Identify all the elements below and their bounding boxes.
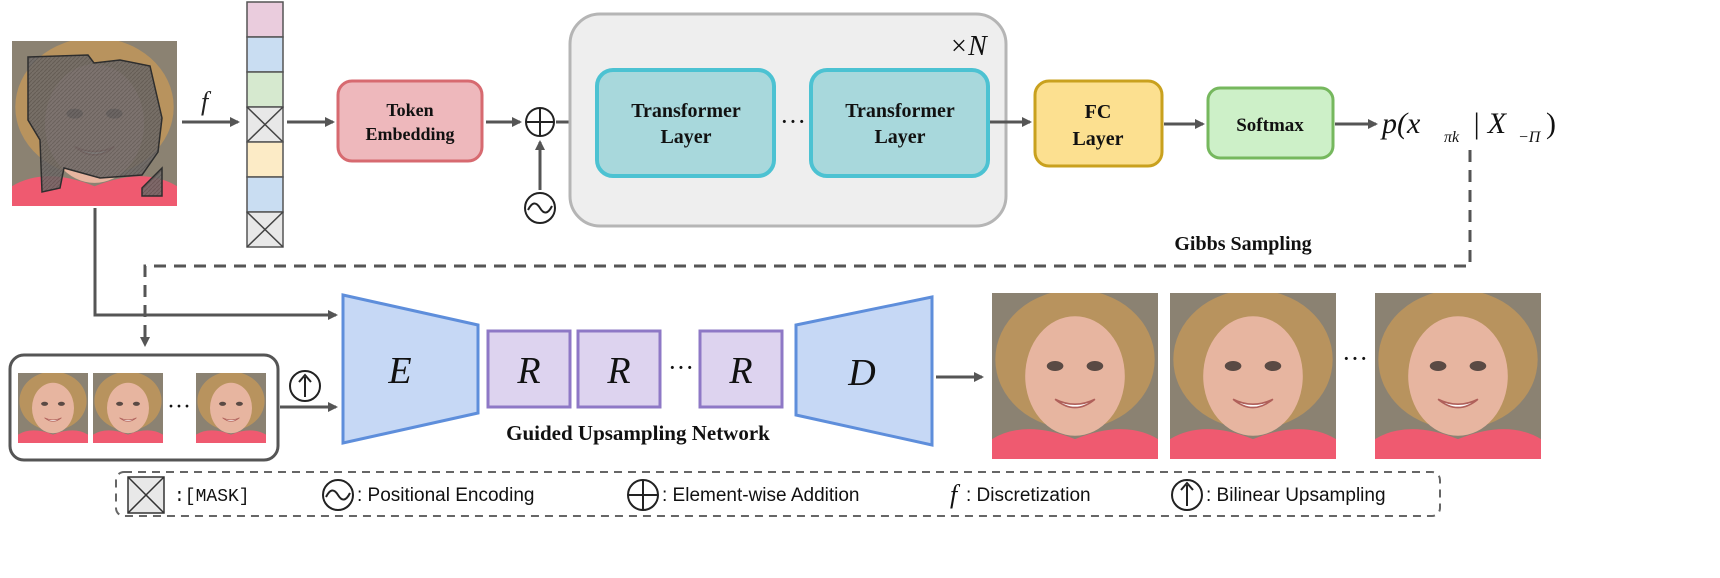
token-cell [246,71,284,108]
output-cond: | X [1472,107,1508,140]
masked-input-image [12,41,177,206]
legend-box [115,471,1441,517]
softmax-label: Softmax [1236,115,1304,136]
legend-positional-icon [322,479,354,511]
bilinear-upsampling-icon [289,370,321,402]
output-ellipsis: ··· [1342,344,1368,373]
legend-mask-label: :[MASK] [174,487,250,507]
encoder-block: E [341,293,480,445]
output-sub: πk [1444,129,1460,146]
token-embedding-box: Token Embedding [336,79,484,163]
legend-mask-icon [127,476,165,514]
softmax-box: Softmax [1206,86,1335,160]
output-face [1375,293,1541,459]
gibbs-sampling-label: Gibbs Sampling [1174,233,1311,255]
network-label: Guided Upsampling Network [506,421,770,445]
fc-label-1: FC [1085,101,1112,123]
low-res-ellipsis: ··· [167,394,191,420]
token-cell [246,176,284,213]
token-sequence [246,1,284,248]
positional-encoding-icon [524,192,556,224]
res-label: R [516,350,540,392]
legend-upsampling-label: : Bilinear Upsampling [1206,485,1386,506]
output-cond-sub: −Π [1518,129,1542,146]
transformer-1-label-1: Transformer [631,100,741,122]
transformer-1-label-2: Layer [660,126,711,148]
res-label: R [606,350,630,392]
fc-label-2: Layer [1072,128,1123,150]
residual-block: R [698,329,784,409]
residual-block: R [576,329,662,409]
legend-addition-icon [627,479,659,511]
residual-block: R [486,329,572,409]
output-face [1170,293,1336,459]
res-ellipsis: ··· [668,353,694,382]
transformer-layer-1: Transformer Layer [595,68,776,178]
token-cell [246,1,284,38]
legend-addition-label: : Element-wise Addition [662,485,860,506]
transformer-2-label-1: Transformer [845,100,955,122]
encoder-label: E [387,350,411,392]
discretization-label: f [201,87,212,116]
fc-layer-box: FC Layer [1033,79,1164,168]
output-face [992,293,1158,459]
low-res-sample [18,373,88,443]
input-skip-path [93,208,338,320]
element-wise-addition-icon [525,107,555,137]
gibbs-sampling-loop [140,150,1472,347]
token-embedding-label-2: Embedding [365,124,454,144]
output-probability: p(x πk | X −Π ) [1380,107,1556,146]
legend-upsampling-icon [1171,479,1203,511]
token-cell [246,141,284,178]
legend-discretization-label: : Discretization [966,485,1091,506]
mask-token [246,211,284,248]
repeat-label: ×N [949,31,988,62]
legend-discretization-icon: f [950,480,961,509]
token-cell [246,36,284,73]
transformer-ellipsis: ··· [780,107,806,136]
output-prob: p(x [1380,107,1421,140]
output-close: ) [1546,107,1556,140]
mask-token [246,106,284,143]
legend-positional-label: : Positional Encoding [357,485,534,506]
transformer-2-label-2: Layer [874,126,925,148]
res-label: R [728,350,752,392]
decoder-block: D [794,295,934,447]
transformer-layer-2: Transformer Layer [809,68,990,178]
decoder-label: D [847,352,875,394]
token-embedding-label-1: Token [386,100,433,120]
low-res-sample [196,373,266,443]
low-res-sample [93,373,163,443]
